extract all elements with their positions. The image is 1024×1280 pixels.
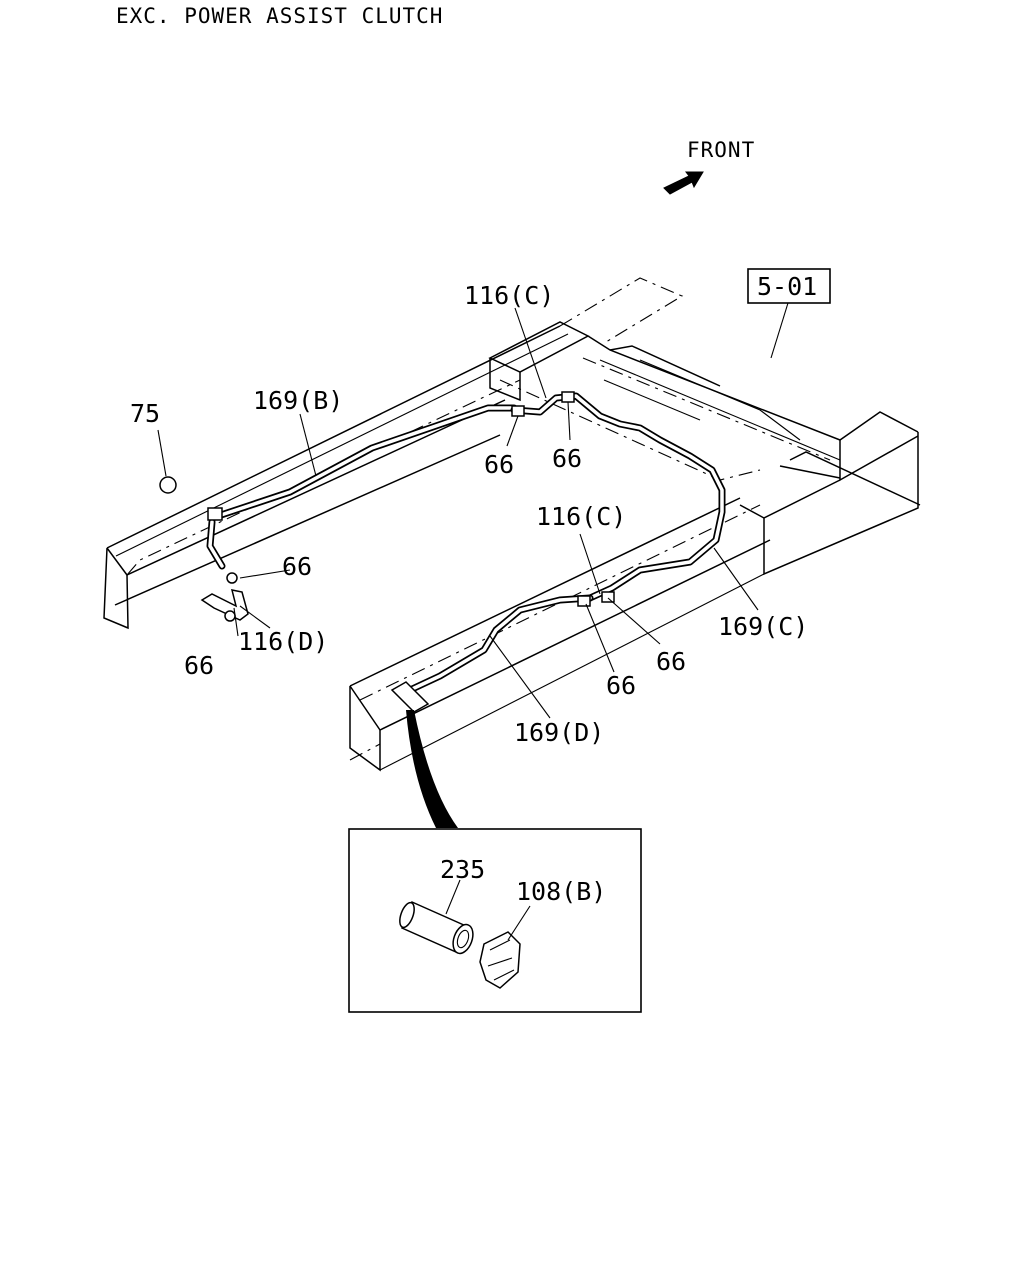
pipe-joint-left — [207, 507, 223, 521]
brake-pipe-116d — [200, 518, 249, 621]
callout-169d: 169(D) — [514, 718, 604, 747]
front-arrow-icon — [663, 171, 704, 195]
callout-66-d: 66 — [184, 651, 214, 680]
hose-connector — [390, 681, 430, 713]
callout-235: 235 — [440, 855, 485, 884]
brake-pipe-169d — [406, 594, 594, 694]
clip-66-b — [561, 391, 575, 403]
callout-116d: 116(D) — [238, 627, 328, 656]
clip-108b — [479, 931, 521, 989]
diagram-title: EXC. POWER ASSIST CLUTCH — [116, 4, 443, 28]
callout-75: 75 — [130, 399, 160, 428]
vehicle-frame — [103, 277, 921, 772]
clip-66-d — [224, 610, 236, 622]
detail-box: 235 108(B) — [348, 828, 642, 1013]
callout-169c: 169(C) — [718, 612, 808, 641]
reference-box-label: 5-01 — [757, 272, 817, 301]
clip-66-c — [226, 572, 238, 584]
brake-pipe-169b — [208, 404, 518, 522]
front-label: FRONT — [687, 138, 755, 162]
callout-66-f: 66 — [606, 671, 636, 700]
detail-pointer — [406, 710, 458, 828]
nut-75 — [159, 476, 177, 494]
reference-leader — [770, 302, 789, 359]
callout-66-b: 66 — [552, 444, 582, 473]
brake-pipe-116c-top — [510, 392, 726, 602]
callout-108b: 108(B) — [516, 877, 606, 906]
clip-66-a — [511, 405, 525, 417]
leader-108b — [507, 905, 531, 941]
callout-116c-mid: 116(C) — [536, 502, 626, 531]
leader-235 — [445, 879, 461, 915]
callout-169b: 169(B) — [253, 386, 343, 415]
leader-lines — [157, 307, 759, 719]
clip-66-f — [601, 591, 615, 603]
callout-66-c: 66 — [282, 552, 312, 581]
callout-66-a: 66 — [484, 450, 514, 479]
callout-66-e: 66 — [656, 647, 686, 676]
reference-box: 5-01 — [747, 268, 831, 304]
clip-66-e — [577, 595, 591, 607]
hose-235 — [399, 900, 474, 955]
callout-116c-top: 116(C) — [464, 281, 554, 310]
